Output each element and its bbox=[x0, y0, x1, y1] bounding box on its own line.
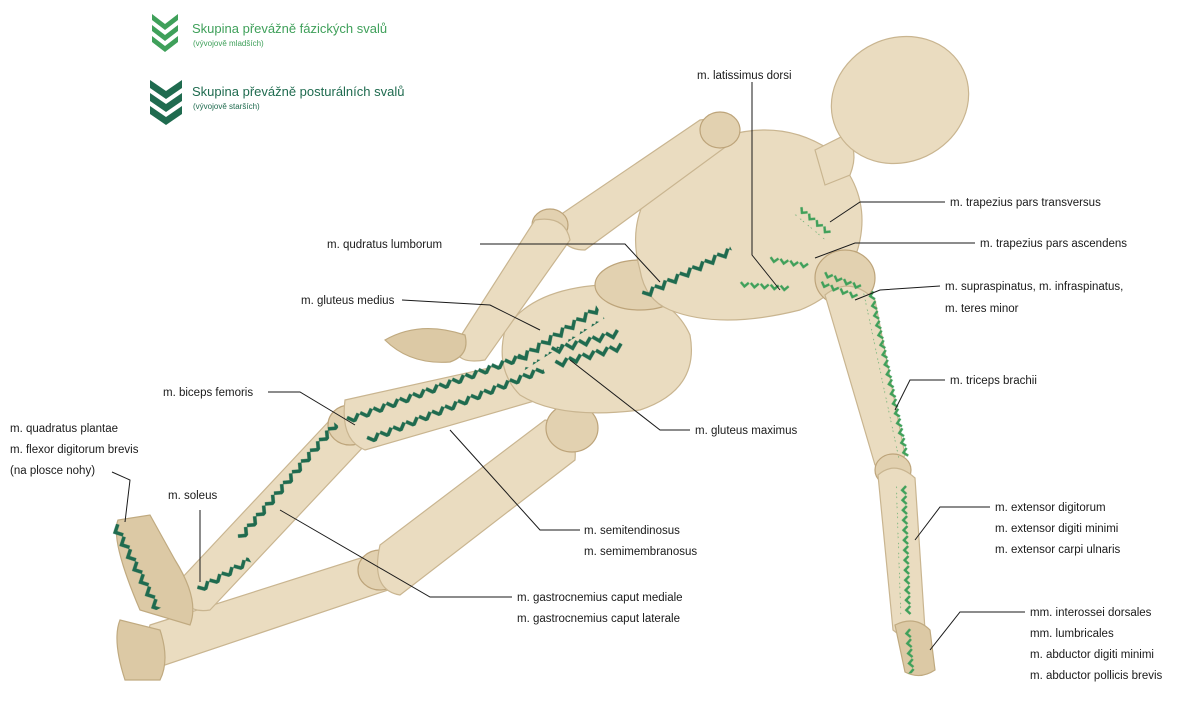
label-quadratus-plantae-2: m. flexor digitorum brevis bbox=[10, 444, 139, 456]
leader-quadratus-plantae bbox=[112, 472, 130, 522]
label-supraspinatus-1: m. supraspinatus, m. infraspinatus, bbox=[945, 281, 1123, 293]
label-gluteus-medius: m. gluteus medius bbox=[301, 295, 395, 307]
legend-phasic-title: Skupina převážně fázických svalů bbox=[192, 21, 387, 36]
legend-postural-subtitle: (vývojově starších) bbox=[193, 102, 260, 111]
leader-triceps bbox=[895, 380, 945, 410]
thigh-back bbox=[378, 420, 576, 595]
foot-back bbox=[117, 620, 165, 680]
label-extensor-3: m. extensor carpi ulnaris bbox=[995, 544, 1121, 556]
phasic-chevron-icon bbox=[152, 14, 178, 52]
hand-left bbox=[385, 329, 466, 363]
postural-chevron-icon bbox=[150, 80, 182, 125]
label-quadratus-plantae-1: m. quadratus plantae bbox=[10, 423, 118, 435]
label-soleus: m. soleus bbox=[168, 490, 217, 502]
legend-postural-title: Skupina převážně posturálních svalů bbox=[192, 84, 404, 99]
label-interossei-4: m. abductor pollicis brevis bbox=[1030, 670, 1163, 682]
leader-interossei bbox=[930, 612, 1025, 650]
label-supraspinatus-2: m. teres minor bbox=[945, 303, 1019, 315]
label-trapezius-transversus: m. trapezius pars transversus bbox=[950, 197, 1101, 209]
label-quadratus-plantae-3: (na plosce nohy) bbox=[10, 465, 95, 477]
label-gastrocnemius-2: m. gastrocnemius caput laterale bbox=[517, 613, 680, 625]
label-gluteus-maximus: m. gluteus maximus bbox=[695, 425, 798, 437]
legend-phasic-subtitle: (vývojově mladších) bbox=[193, 39, 264, 48]
leader-extensor bbox=[915, 507, 990, 540]
label-trapezius-ascendens: m. trapezius pars ascendens bbox=[980, 238, 1127, 250]
label-triceps: m. triceps brachii bbox=[950, 375, 1037, 387]
label-latissimus: m. latissimus dorsi bbox=[697, 70, 792, 82]
label-semitendinosus-1: m. semitendinosus bbox=[584, 525, 680, 537]
label-gastrocnemius-1: m. gastrocnemius caput mediale bbox=[517, 592, 683, 604]
label-quadratus-lumborum: m. qudratus lumborum bbox=[327, 239, 442, 251]
label-interossei-2: mm. lumbricales bbox=[1030, 628, 1114, 640]
label-biceps-femoris: m. biceps femoris bbox=[163, 387, 253, 399]
label-extensor-1: m. extensor digitorum bbox=[995, 502, 1106, 514]
legend: Skupina převážně fázických svalů (vývojo… bbox=[150, 14, 404, 125]
label-semitendinosus-2: m. semimembranosus bbox=[584, 546, 697, 558]
shoulder-joint-left bbox=[700, 112, 740, 148]
label-interossei-3: m. abductor digiti minimi bbox=[1030, 649, 1154, 661]
label-interossei-1: mm. interossei dorsales bbox=[1030, 607, 1152, 619]
label-extensor-2: m. extensor digiti minimi bbox=[995, 523, 1118, 535]
